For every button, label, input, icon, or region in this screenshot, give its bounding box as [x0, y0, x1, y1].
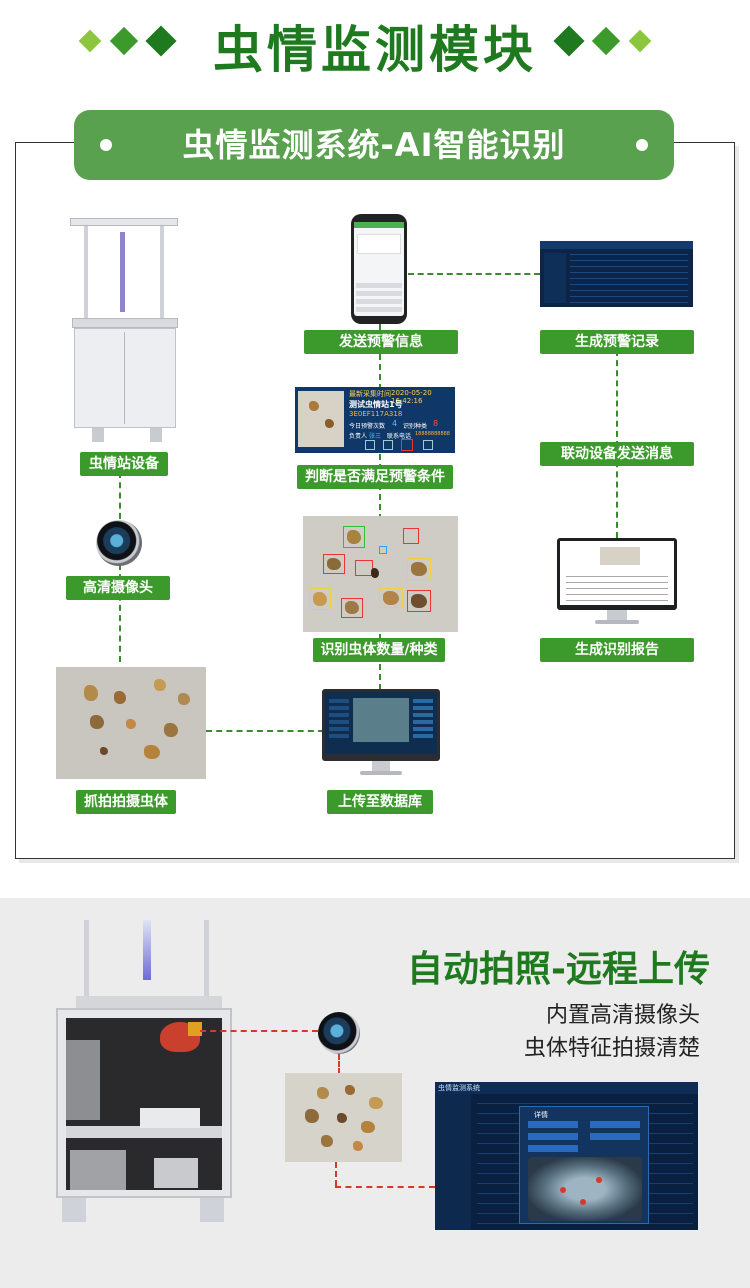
- card-time-label: 最新采集时间: [349, 390, 391, 398]
- banner-title: 虫情监测系统-AI智能识别: [182, 126, 566, 164]
- warning-record-image: [540, 241, 693, 307]
- label-linkage: 联动设备发送消息: [540, 442, 694, 466]
- card-species-label: 识别种类: [403, 423, 428, 430]
- card-warn-label: 今日预警次数: [349, 423, 386, 430]
- label-gen-record: 生成预警记录: [540, 330, 694, 354]
- delete-icon: [423, 440, 433, 450]
- system-banner: 虫情监测系统-AI智能识别: [74, 110, 674, 180]
- connector: [119, 472, 121, 662]
- monitor-icon: [365, 440, 375, 450]
- database-monitor-image: [322, 689, 440, 775]
- identification-image: [303, 516, 458, 632]
- label-upload: 上传至数据库: [327, 790, 433, 814]
- phone-image: [351, 214, 407, 324]
- lower-line1: 内置高清摄像头: [545, 1003, 700, 1028]
- lower-insects-image: [285, 1073, 402, 1162]
- connector: [206, 730, 324, 732]
- captured-insects-image: [56, 667, 206, 779]
- label-identify: 识别虫体数量/种类: [313, 638, 445, 662]
- card-device-id: 3E0EF117A318: [349, 410, 403, 418]
- label-station: 虫情站设备: [80, 452, 168, 476]
- card-phone-value: 18888888888: [415, 431, 450, 437]
- dashboard-title: 虫情监测系统: [438, 1084, 480, 1092]
- card-station-name: 测试虫情站1号: [349, 400, 403, 409]
- card-warn-value: 4: [392, 419, 398, 428]
- red-connector: [335, 1186, 435, 1188]
- connector: [408, 273, 540, 275]
- bullet-icon: [100, 139, 112, 151]
- label-camera: 高清摄像头: [66, 576, 170, 600]
- document-icon: [383, 440, 393, 450]
- page-title: 虫情监测模块: [213, 21, 537, 79]
- lower-title: 自动拍照-远程上传: [407, 949, 710, 990]
- label-gen-report: 生成识别报告: [540, 638, 694, 662]
- red-connector: [338, 1054, 340, 1074]
- lower-dashboard-image: 虫情监测系统 详情: [435, 1082, 698, 1230]
- station-info-card: 最新采集时间 2020-05-20 16:42:16 测试虫情站1号 3E0EF…: [295, 387, 455, 453]
- card-person-label: 负责人: [349, 433, 368, 440]
- alarm-icon: [401, 439, 413, 451]
- label-judge: 判断是否满足预警条件: [297, 465, 453, 489]
- dialog-title: 详情: [534, 1111, 548, 1119]
- report-monitor-image: [557, 538, 677, 624]
- red-connector: [200, 1030, 318, 1032]
- label-send-warning: 发送预警信息: [304, 330, 458, 354]
- camera-icon: [318, 1012, 360, 1054]
- red-connector: [335, 1162, 337, 1186]
- label-capture: 抓拍拍摄虫体: [76, 790, 176, 814]
- card-person-value: 张三: [369, 433, 382, 440]
- bullet-icon: [636, 139, 648, 151]
- card-time-value: 2020-05-20 16:42:16: [391, 389, 432, 405]
- card-species-value: 8: [433, 419, 439, 428]
- lower-line2: 虫体特征拍摄清楚: [523, 1036, 700, 1061]
- camera-icon: [96, 520, 142, 566]
- card-phone-label: 联系电话: [387, 433, 412, 440]
- connector: [379, 324, 381, 690]
